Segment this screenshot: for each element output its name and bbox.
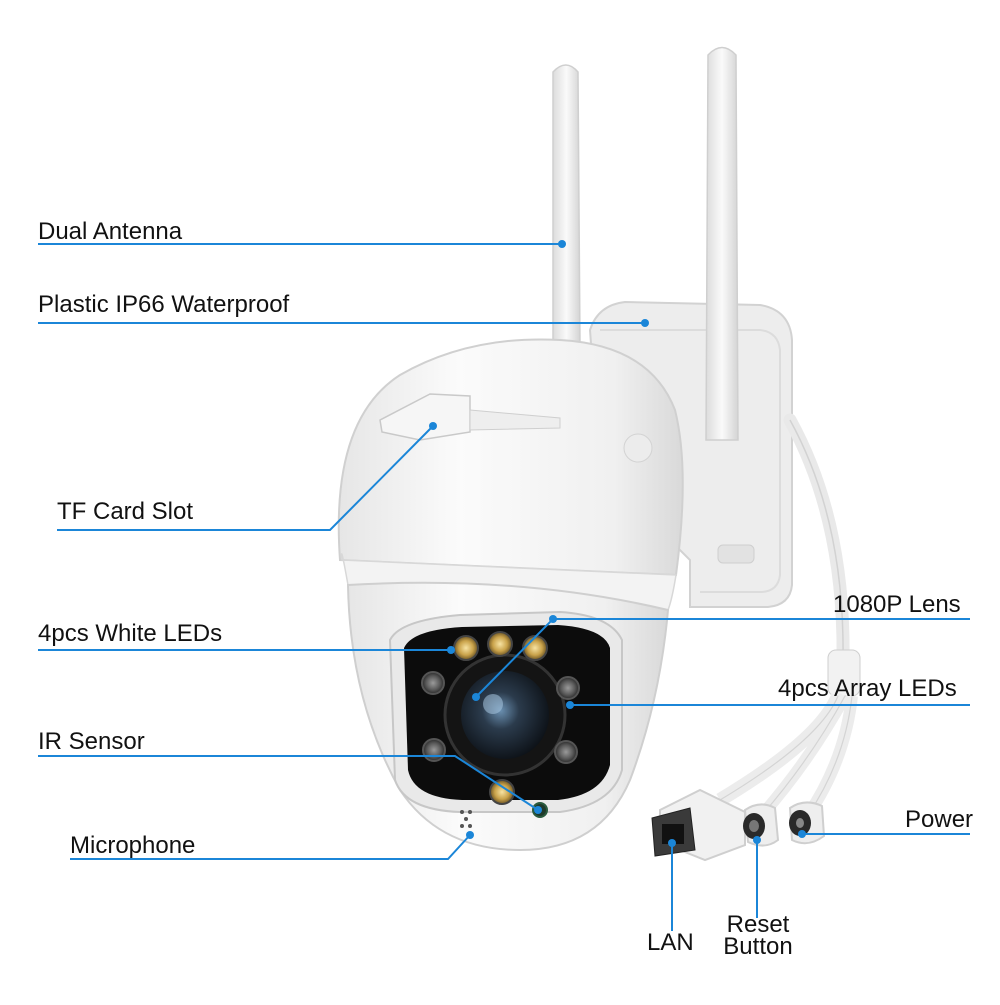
- label-plastic-waterproof: Plastic IP66 Waterproof: [38, 291, 290, 318]
- camera-dome: [337, 338, 684, 611]
- label-lan: LAN: [647, 929, 694, 956]
- microphone-holes: [460, 810, 472, 828]
- label-reset-line1: Reset: [726, 911, 790, 938]
- callout-lines: [38, 243, 970, 931]
- label-dual-antenna: Dual Antenna: [38, 218, 183, 245]
- label-ir-sensor: IR Sensor: [38, 728, 145, 755]
- callout-dots: [429, 240, 806, 847]
- camera-lens: [443, 653, 567, 777]
- callout-line-microphone: [70, 834, 471, 860]
- callout-line-ir-sensor: [38, 755, 539, 811]
- antenna-left: [552, 64, 581, 346]
- label-reset-button: Reset Button: [718, 911, 798, 960]
- array-leds: [421, 671, 580, 764]
- tf-card-slot-cover: [379, 393, 561, 441]
- antenna-right: [705, 46, 739, 441]
- label-power: Power: [905, 806, 974, 833]
- label-microphone: Microphone: [70, 832, 196, 859]
- callout-line-tf-card: [57, 425, 434, 531]
- label-tf-card-slot: TF Card Slot: [57, 498, 194, 525]
- label-lens: 1080P Lens: [833, 591, 961, 618]
- reset-connector: [743, 803, 780, 847]
- label-array-leds: 4pcs Array LEDs: [778, 675, 957, 702]
- label-white-leds: 4pcs White LEDs: [38, 620, 223, 647]
- lan-connector: [651, 788, 746, 862]
- label-reset-line2: Button: [723, 933, 793, 960]
- power-cable: [716, 413, 861, 819]
- power-connector: [788, 801, 826, 845]
